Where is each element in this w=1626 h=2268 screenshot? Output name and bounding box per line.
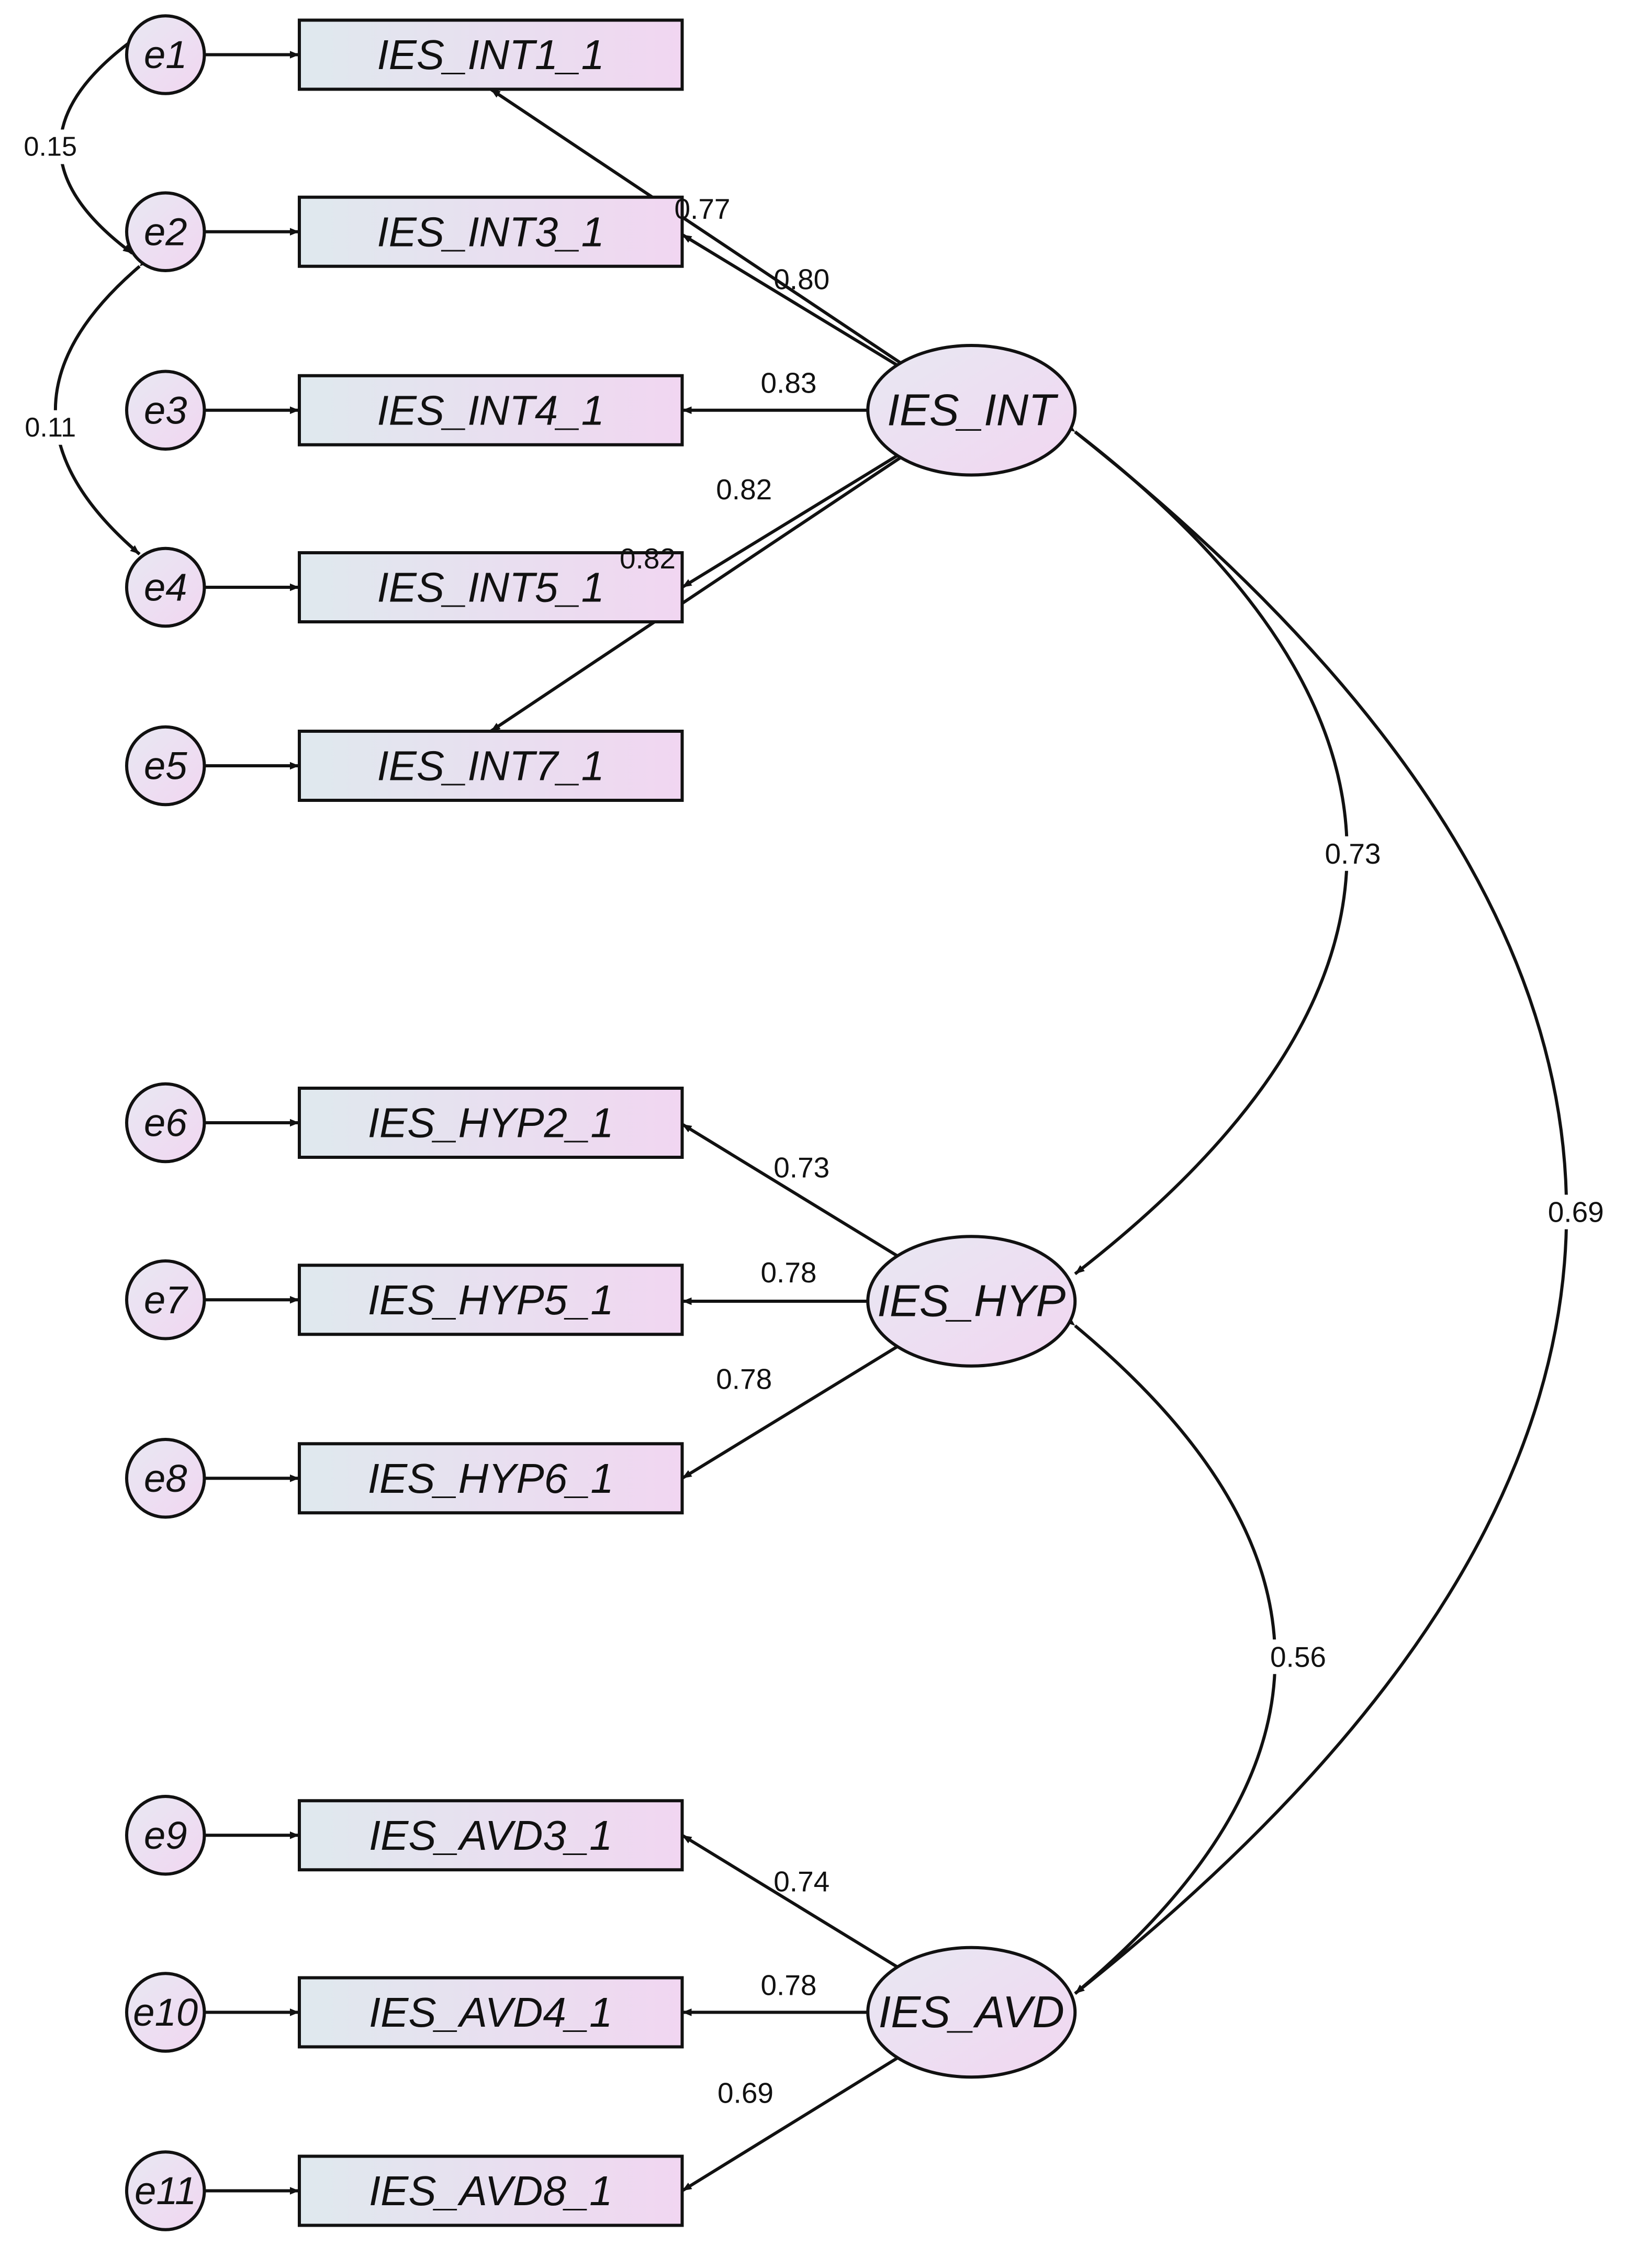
indicator-box [298, 730, 684, 802]
error-covariance-label: 0.15 [24, 132, 77, 162]
correlation-label-backing [1263, 1639, 1333, 1674]
indicator-label: IES_INT4_1 [377, 387, 604, 433]
loading-label: 0.78 [716, 1363, 772, 1395]
loading-arrow [681, 1345, 899, 1480]
loading-label: 0.82 [620, 542, 676, 575]
indicator-box [298, 1087, 684, 1159]
factor-correlation-label: 0.56 [1270, 1640, 1326, 1673]
indicator-label: IES_AVD4_1 [369, 1989, 613, 2036]
error-term-label: e5 [144, 744, 187, 788]
indicator-box [298, 1264, 684, 1336]
error-term-circle [125, 725, 206, 807]
error-term-circle [125, 1438, 206, 1519]
indicator-label: IES_AVD3_1 [369, 1812, 613, 1859]
latent-factor-ellipse [866, 1946, 1077, 2079]
correlation-label-backing [1541, 1194, 1611, 1230]
indicator-box [298, 551, 684, 623]
error-term-circle [125, 14, 206, 95]
loading-arrow [681, 1123, 899, 1257]
latent-factor-ellipse [866, 1235, 1077, 1368]
loading-arrow [681, 2056, 899, 2193]
indicator-box [298, 195, 684, 268]
error-term-circle [125, 1082, 206, 1164]
error-term-label: e4 [144, 566, 187, 609]
factor-correlation-label: 0.73 [1325, 837, 1381, 870]
loading-label: 0.73 [773, 1151, 829, 1183]
error-term-label: e8 [144, 1457, 187, 1500]
indicator-label: IES_INT1_1 [377, 31, 604, 78]
loading-label: 0.78 [760, 1969, 816, 2001]
error-term-circle [125, 191, 206, 272]
error-term-circle [125, 546, 206, 628]
error-term-circle [125, 1795, 206, 1876]
error-term-label: e3 [144, 388, 187, 432]
error-term-label: e7 [144, 1278, 188, 1322]
loading-arrow [490, 456, 902, 733]
indicator-box [298, 1442, 684, 1515]
loading-label: 0.78 [760, 1256, 816, 1289]
covariance-label-backing [16, 410, 85, 445]
factor-correlation-curve [1065, 1316, 1277, 1995]
factor-correlation-label: 0.69 [1548, 1196, 1604, 1228]
error-term-label: e9 [144, 1814, 187, 1857]
loading-label: 0.77 [674, 193, 730, 225]
error-term-label: e6 [144, 1101, 187, 1145]
covariance-label-backing [16, 129, 85, 164]
error-term-circle [125, 1259, 206, 1340]
error-term-circle [125, 2150, 206, 2231]
error-covariance-label: 0.11 [25, 412, 76, 443]
error-term-label: e11 [134, 2169, 196, 2213]
indicator-box [298, 1799, 684, 1872]
indicator-box [298, 2154, 684, 2227]
loading-arrow [681, 233, 898, 367]
indicator-label: IES_INT3_1 [377, 208, 604, 255]
error-term-label: e2 [144, 210, 187, 253]
latent-factor-label: IES_INT [887, 385, 1059, 435]
indicator-label: IES_HYP6_1 [368, 1455, 614, 1502]
error-term-circle [125, 1972, 206, 2053]
indicator-label: IES_HYP5_1 [368, 1277, 614, 1323]
loading-arrow [681, 1834, 899, 1969]
indicator-box [298, 18, 684, 91]
loading-label: 0.82 [716, 473, 772, 506]
correlation-label-backing [1318, 836, 1387, 871]
indicator-box [298, 1976, 684, 2049]
error-term-circle [125, 370, 206, 451]
latent-factor-label: IES_HYP [877, 1277, 1066, 1326]
loading-label: 0.74 [773, 1865, 829, 1897]
loading-label: 0.80 [773, 263, 829, 296]
loading-label: 0.69 [717, 2077, 773, 2109]
error-term-label: e1 [144, 33, 187, 76]
error-term-label: e10 [133, 1991, 198, 2034]
loading-arrow [490, 88, 902, 364]
loading-label: 0.83 [760, 367, 816, 399]
factor-correlation-curve [1065, 423, 1349, 1276]
indicator-label: IES_AVD8_1 [369, 2168, 613, 2214]
latent-factor-label: IES_AVD [879, 1987, 1064, 2037]
loading-arrow [681, 454, 899, 589]
indicator-box [298, 374, 684, 446]
indicator-label: IES_HYP2_1 [368, 1100, 614, 1146]
indicator-label: IES_INT7_1 [377, 743, 604, 789]
indicator-label: IES_INT5_1 [377, 564, 604, 611]
latent-factor-ellipse [866, 344, 1077, 477]
